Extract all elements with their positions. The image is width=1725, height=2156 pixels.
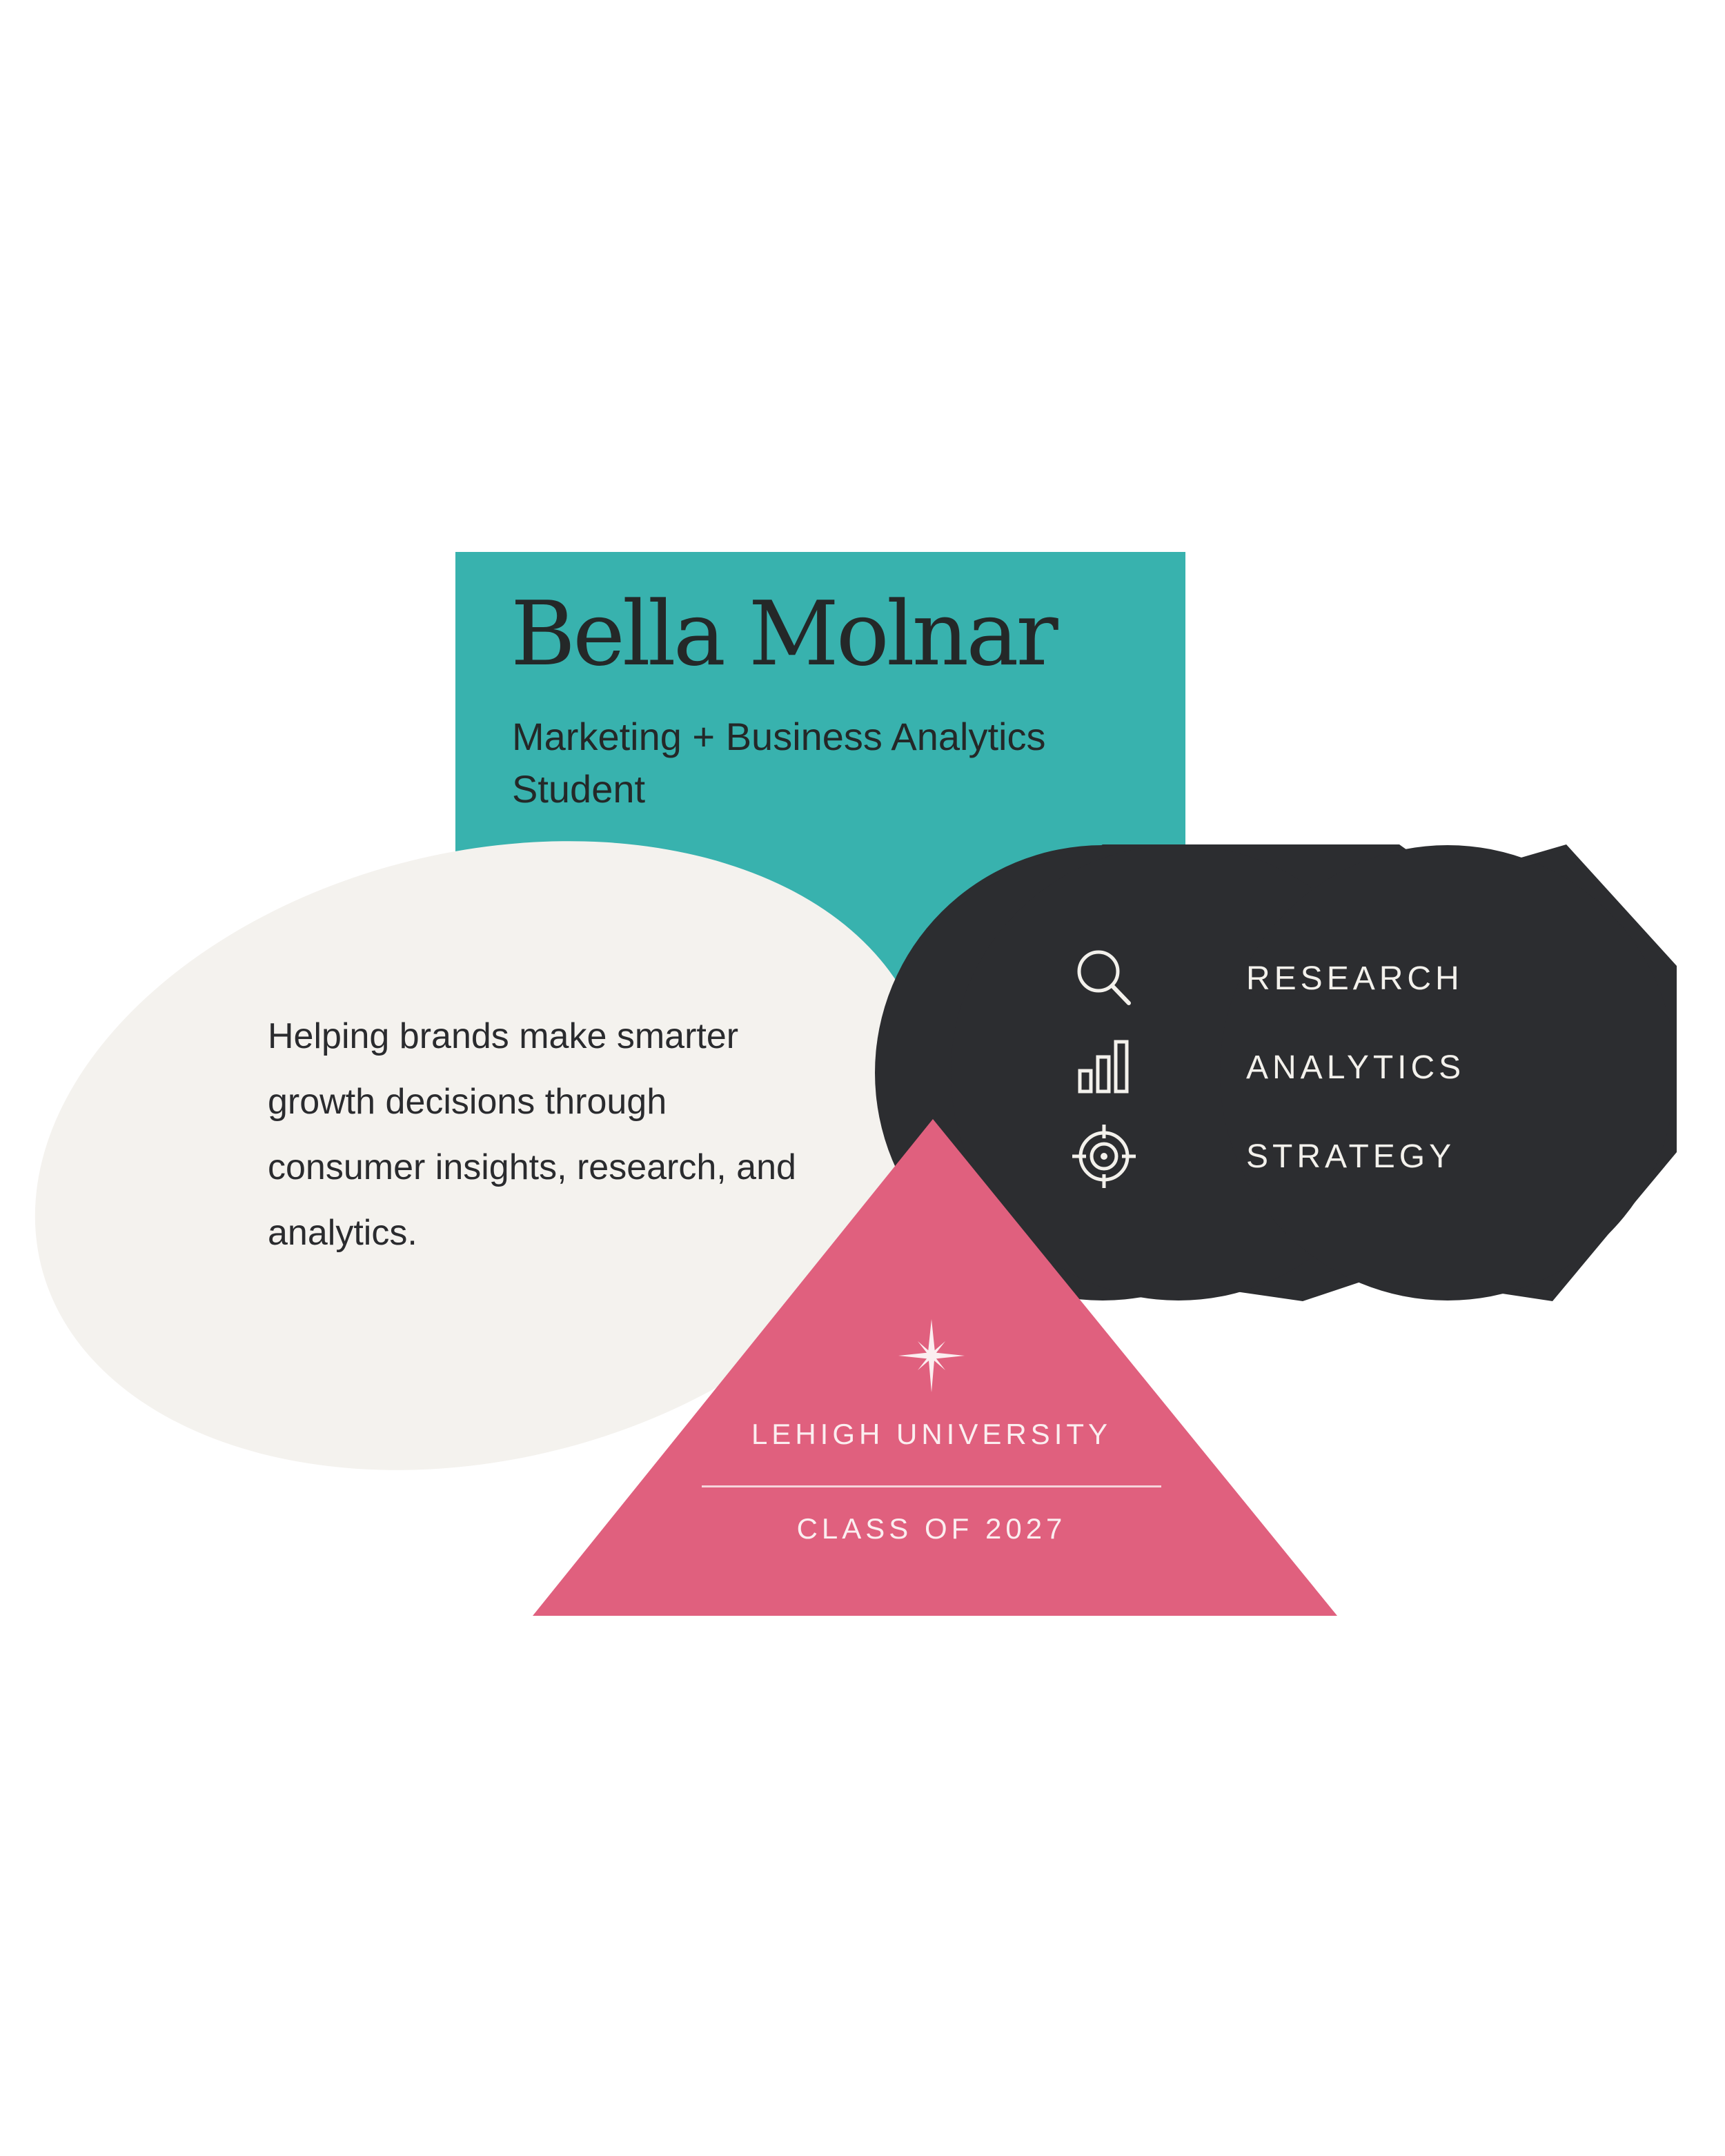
person-name: Bella Molnar: [511, 583, 1058, 686]
intro-oval: [34, 841, 931, 1470]
skills-cloud-lobe: [1220, 845, 1675, 1300]
tagline: Helping brands make smarter growth decis…: [268, 1016, 796, 1253]
magnifier-icon: [1077, 950, 1131, 1005]
school-name: LEHIGH UNIVERSITY: [751, 1418, 1112, 1450]
skill-item-research: RESEARCH: [1070, 944, 1463, 1013]
skill-item-strategy: STRATEGY: [1070, 1122, 1455, 1191]
divider: [702, 1485, 1161, 1487]
skill-label: RESEARCH: [1246, 960, 1463, 997]
skill-label: ANALYTICS: [1246, 1049, 1466, 1086]
person-role: Marketing + Business Analytics Student: [512, 715, 1046, 811]
class-year: CLASS OF 2027: [796, 1512, 1067, 1545]
skill-label: STRATEGY: [1246, 1138, 1456, 1175]
target-icon: [1072, 1125, 1136, 1188]
sparkle-icon: [898, 1319, 965, 1392]
bar-chart-icon: [1078, 1040, 1129, 1094]
skill-item-analytics: ANALYTICS: [1070, 1033, 1465, 1102]
education-triangle: [533, 1119, 1337, 1616]
